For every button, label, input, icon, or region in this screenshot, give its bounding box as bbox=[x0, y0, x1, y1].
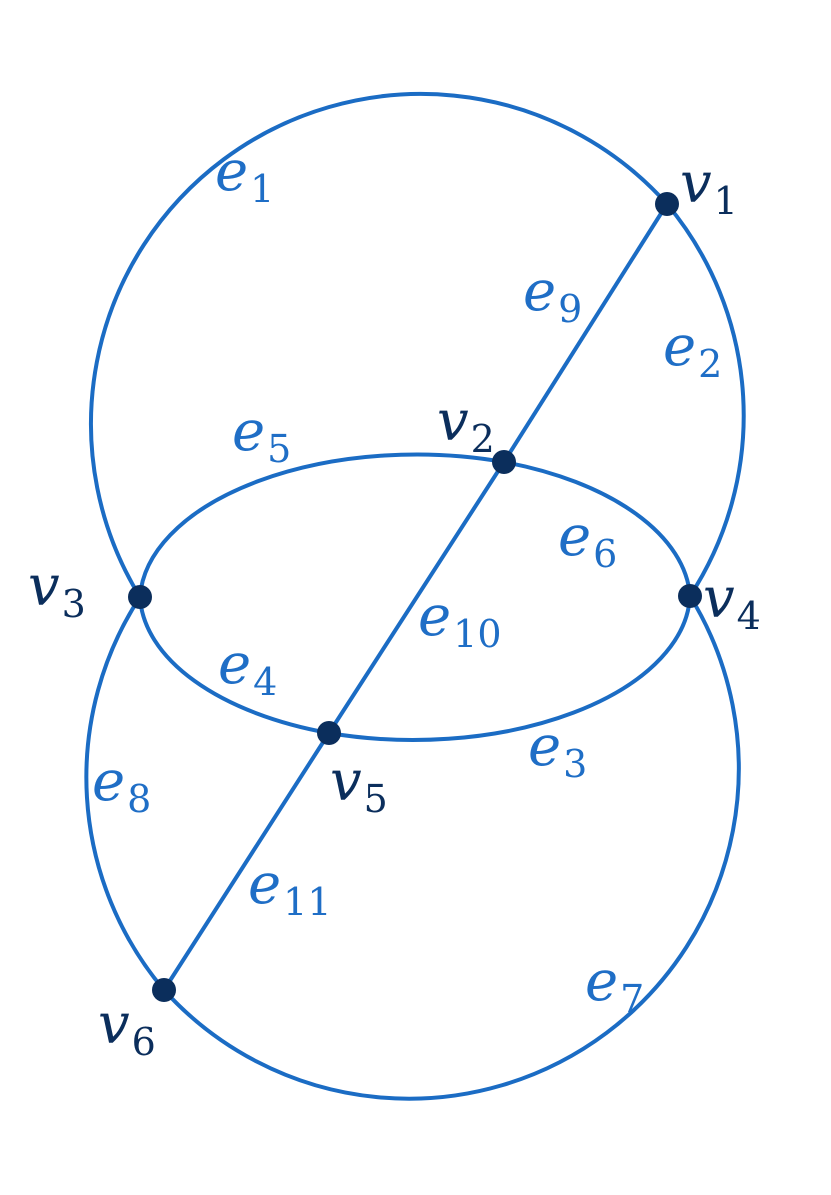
vertex-v3 bbox=[128, 585, 152, 609]
edge-e2 bbox=[665, 202, 746, 598]
vertex-v6 bbox=[152, 978, 176, 1002]
edge-e3 bbox=[328, 595, 692, 742]
edge-label-e7: e7 bbox=[585, 949, 644, 1021]
vertex-v5 bbox=[317, 721, 341, 745]
vertex-label-v2: v2 bbox=[437, 389, 495, 461]
edge-label-e11: e11 bbox=[248, 852, 332, 924]
edge-e6 bbox=[503, 460, 692, 597]
edge-label-e10: e10 bbox=[418, 584, 502, 656]
edge-label-e4: e4 bbox=[218, 632, 277, 704]
edge-e5 bbox=[138, 452, 505, 598]
vertex-label-v4: v4 bbox=[703, 566, 761, 638]
edge-label-e3: e3 bbox=[528, 714, 587, 786]
edge-label-e8: e8 bbox=[92, 749, 151, 821]
vertex-v1 bbox=[655, 192, 679, 216]
labels-layer: e1 e2 e3 e4 e5 e6 e7 e8 e9 e10 e11 v1 v2 v3 v4 v5 v6 bbox=[28, 139, 761, 1064]
edge-e10 bbox=[327, 460, 506, 735]
edges-layer bbox=[84, 92, 746, 1101]
edge-e8 bbox=[84, 595, 166, 992]
edge-e9 bbox=[502, 202, 669, 464]
vertices-layer bbox=[128, 192, 702, 1002]
edge-label-e5: e5 bbox=[232, 399, 291, 471]
vertex-v4 bbox=[678, 584, 702, 608]
edge-e4 bbox=[138, 596, 330, 735]
vertex-label-v6: v6 bbox=[98, 992, 156, 1064]
vertex-label-v3: v3 bbox=[28, 554, 86, 626]
vertex-v2 bbox=[492, 450, 516, 474]
vertex-label-v5: v5 bbox=[330, 749, 388, 821]
edge-e1 bbox=[88, 92, 669, 599]
edge-label-e2: e2 bbox=[663, 314, 722, 386]
edge-e7 bbox=[162, 594, 741, 1101]
edge-label-e6: e6 bbox=[558, 504, 617, 576]
edge-label-e9: e9 bbox=[523, 259, 582, 331]
edge-e11 bbox=[162, 731, 331, 992]
edge-label-e1: e1 bbox=[215, 139, 274, 211]
vertex-label-v1: v1 bbox=[680, 151, 738, 223]
